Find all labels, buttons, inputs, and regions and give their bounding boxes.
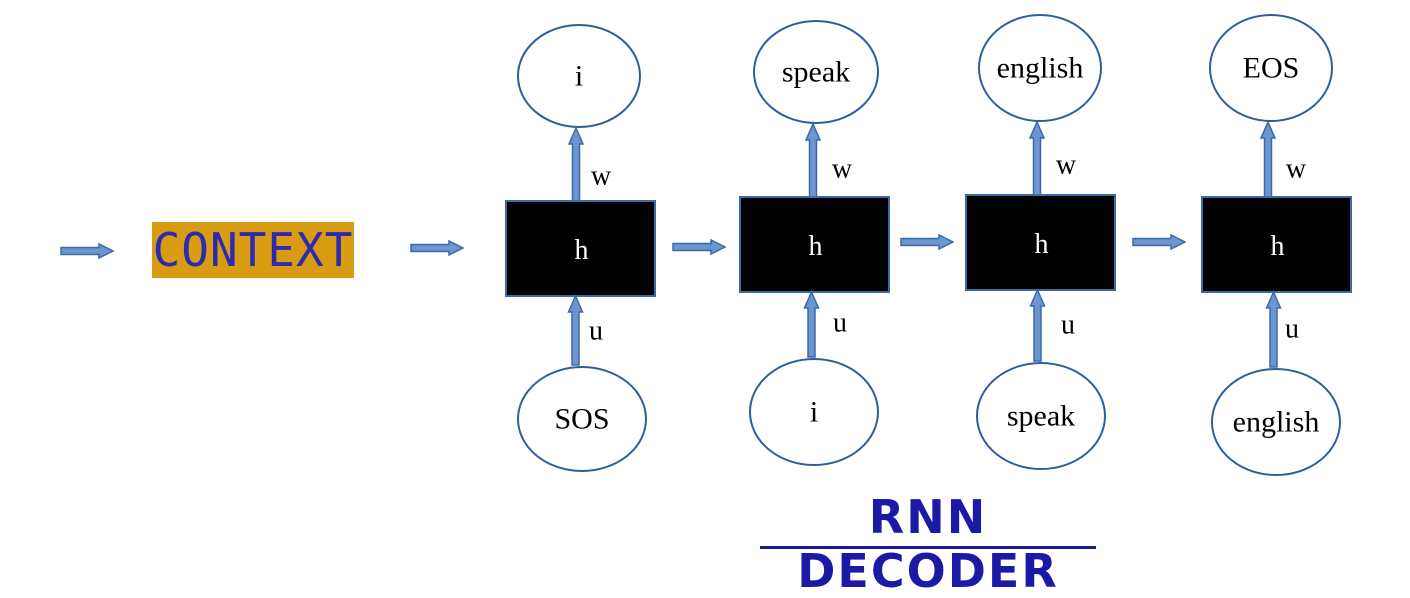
output-arrow-2: [804, 122, 822, 198]
context-label: CONTEXT: [152, 223, 354, 277]
hidden-state-label-1: h: [575, 235, 589, 266]
output-arrow-1: [567, 126, 585, 202]
hidden-transition-arrow-3: [1132, 233, 1187, 251]
hidden-state-label-4: h: [1271, 231, 1285, 262]
hidden-state-label-3: h: [1035, 229, 1049, 260]
diagram-title: RNN DECODER: [797, 490, 1059, 598]
output-arrow-3: [1028, 120, 1046, 196]
output-token-label-2: speak: [782, 56, 850, 89]
input-token-node-1: [517, 366, 647, 472]
output-token-node-4: [1209, 14, 1333, 122]
input-weight-label-4: u: [1285, 314, 1299, 345]
input-token-label-3: speak: [1007, 400, 1075, 433]
output-weight-label-1: w: [591, 161, 612, 192]
output-token-label-1: i: [575, 60, 583, 93]
title-underline: [760, 546, 1096, 549]
context-box: [152, 222, 354, 278]
hidden-state-box-1: [505, 200, 656, 297]
output-token-label-3: english: [997, 52, 1084, 85]
input-token-label-2: i: [810, 396, 818, 429]
input-token-label-4: english: [1233, 406, 1320, 439]
input-arrow-2: [803, 290, 820, 358]
output-weight-label-3: w: [1056, 150, 1077, 181]
output-token-node-2: [753, 20, 879, 124]
hidden-state-box-4: [1201, 196, 1352, 293]
output-weight-label-4: w: [1286, 154, 1307, 185]
input-weight-label-3: u: [1061, 310, 1075, 341]
output-token-node-1: [517, 24, 641, 128]
hidden-transition-arrow-2: [900, 233, 955, 251]
input-arrow-1: [567, 294, 584, 366]
input-token-node-4: [1211, 368, 1341, 476]
input-weight-label-2: u: [833, 308, 847, 339]
output-weight-label-2: w: [832, 154, 853, 185]
hidden-state-label-2: h: [809, 231, 823, 262]
input-token-label-1: SOS: [554, 403, 609, 436]
input-weight-label-1: u: [589, 316, 603, 347]
input-arrow-3: [1029, 288, 1046, 362]
input-arrow-4: [1265, 290, 1282, 368]
input-token-node-2: [749, 358, 879, 466]
context-out-arrow: [410, 239, 465, 257]
output-token-node-3: [978, 14, 1102, 122]
output-token-label-4: EOS: [1243, 52, 1300, 85]
decoder-graph: iSOShwuspeakihwuenglishspeakhwuEOSenglis…: [60, 14, 1352, 476]
hidden-transition-arrow-1: [672, 238, 727, 256]
input-token-node-3: [976, 362, 1106, 470]
output-arrow-4: [1259, 120, 1277, 198]
context-in-arrow: [60, 242, 115, 260]
